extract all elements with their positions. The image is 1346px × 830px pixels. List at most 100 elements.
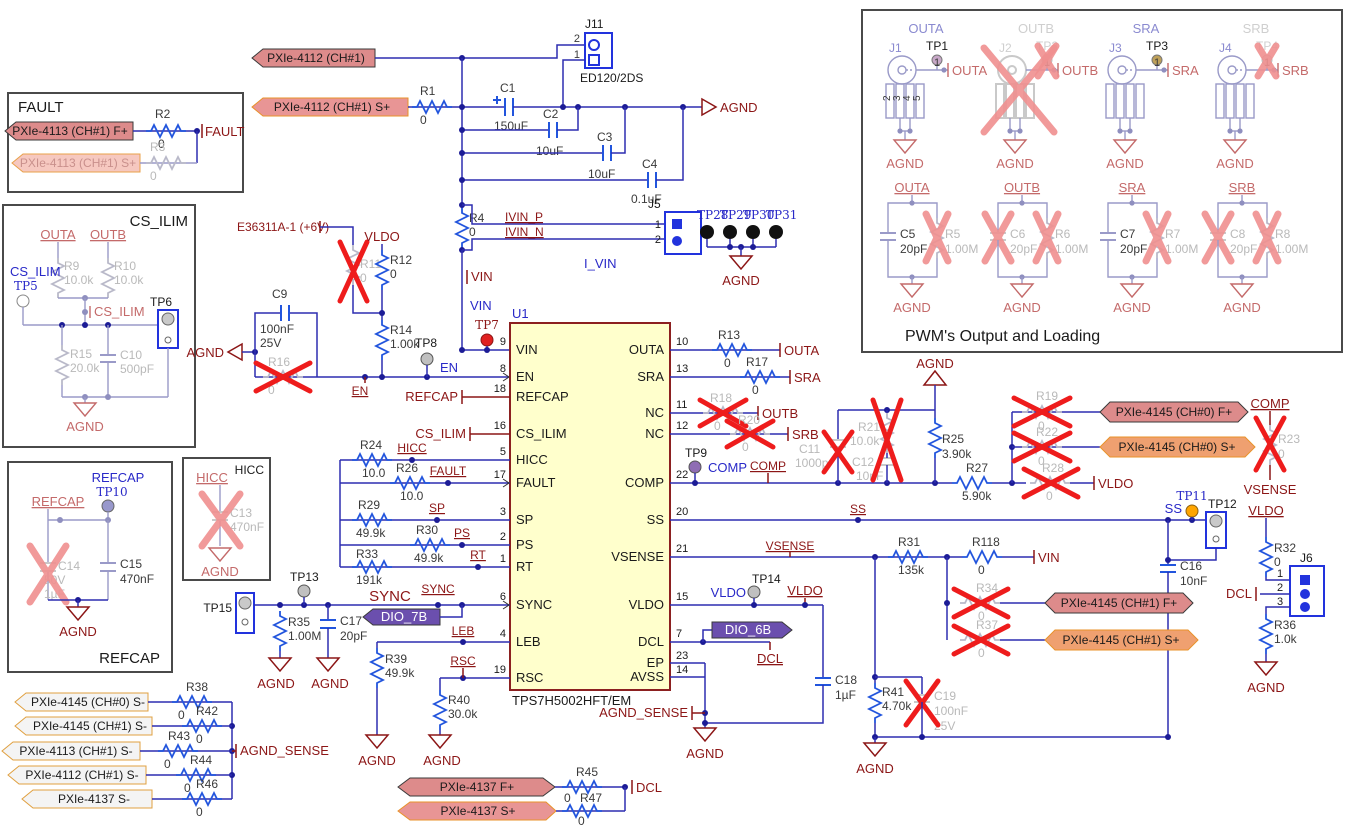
svg-text:COMP: COMP xyxy=(625,475,664,490)
svg-text:5: 5 xyxy=(912,95,923,101)
svg-text:C12: C12 xyxy=(852,455,874,469)
net-en-red: EN xyxy=(352,384,369,398)
svg-text:C18: C18 xyxy=(835,673,857,687)
svg-text:SRA: SRA xyxy=(1133,21,1160,36)
svg-text:20pF: 20pF xyxy=(900,242,927,256)
tp10-label: TP10 xyxy=(96,485,127,499)
svg-text:R40: R40 xyxy=(448,693,470,707)
comp-network: TP9 COMP COMP C11 1000p R21 10.0k C12 10… xyxy=(670,356,1300,503)
svg-text:CS_ILIM: CS_ILIM xyxy=(516,426,567,441)
resistor-r17: R17 0 xyxy=(739,355,781,397)
net-outb-csilim: OUTB xyxy=(90,227,126,242)
resistor-r44: R44 0 xyxy=(175,753,217,795)
svg-text:R44: R44 xyxy=(190,753,212,767)
resistor-r31: R31 135k xyxy=(887,535,929,577)
svg-text:J3: J3 xyxy=(1109,41,1122,55)
svg-text:TP29: TP29 xyxy=(720,208,751,222)
svg-text:R11: R11 xyxy=(360,257,381,271)
svg-text:R7: R7 xyxy=(1165,227,1181,241)
svg-text:R18: R18 xyxy=(710,391,732,405)
tp5-label: TP5 xyxy=(14,279,38,293)
svg-text:OUTA: OUTA xyxy=(952,63,987,78)
net-comp-r23: COMP xyxy=(1251,396,1290,411)
testpoint-tp5 xyxy=(16,294,30,308)
svg-text:49.9k: 49.9k xyxy=(385,666,415,680)
svg-text:R16: R16 xyxy=(268,355,290,369)
pwm-box-title: PWM's Output and Loading xyxy=(905,328,1100,345)
svg-text:TP31: TP31 xyxy=(766,208,797,222)
svg-text:R27: R27 xyxy=(966,461,988,475)
e36311-label: E36311A-1 (+6V) xyxy=(237,220,329,234)
agnd-symbol xyxy=(66,606,90,621)
svg-text:2: 2 xyxy=(500,531,506,543)
input-section: PXIe-4112 (CH#1) 2 1 J11 ED120/2DS PXIe-… xyxy=(251,17,758,353)
svg-text:1.00k: 1.00k xyxy=(390,337,420,351)
testpoint-tp9 xyxy=(688,460,702,474)
j6-label: J6 xyxy=(1300,551,1313,565)
svg-text:14: 14 xyxy=(676,664,688,676)
svg-text:R22: R22 xyxy=(1036,425,1058,439)
resistor-r46: R46 0 xyxy=(181,777,223,819)
sma-j3-group: SRA TP3 J3 1 SRA AGND xyxy=(1105,21,1199,171)
testpoint-tp12 xyxy=(1168,511,1227,561)
svg-text:0: 0 xyxy=(1038,419,1045,433)
agnd-label: AGND xyxy=(722,273,760,288)
net-outb-pin: OUTB xyxy=(762,406,798,421)
svg-text:AGND: AGND xyxy=(1113,300,1151,315)
svg-text:C1: C1 xyxy=(500,81,516,95)
net-sp-pin: SP xyxy=(429,501,445,515)
svg-text:19: 19 xyxy=(494,664,506,676)
testpoint-tp29 xyxy=(723,225,737,239)
testpoint-tp6 xyxy=(157,309,179,397)
svg-text:EN: EN xyxy=(516,369,534,384)
svg-text:R28: R28 xyxy=(1042,461,1064,475)
resistor-r43: R43 0 xyxy=(157,729,199,771)
svg-text:10uF: 10uF xyxy=(536,144,563,158)
svg-text:0: 0 xyxy=(1274,555,1281,569)
dnp-x-r37 xyxy=(951,623,1011,657)
svg-text:500pF: 500pF xyxy=(120,362,154,376)
flag-pxie4112-splus-label: PXIe-4112 (CH#1) S+ xyxy=(274,100,390,114)
flag-pxie4112-label: PXIe-4112 (CH#1) xyxy=(267,51,365,65)
flag-pxie4145-ch0-fplus xyxy=(1099,401,1249,423)
agnd-symbol xyxy=(316,657,340,672)
resistor-r27: R27 5.90k xyxy=(951,461,993,503)
dnp-x-r18 xyxy=(697,397,749,429)
testpoint-tp11 xyxy=(1185,504,1199,518)
net-sync-big: SYNC xyxy=(369,588,411,605)
svg-text:C17: C17 xyxy=(340,614,362,628)
resistor-r30: R30 49.9k xyxy=(409,523,451,565)
svg-text:R14: R14 xyxy=(390,323,412,337)
net-vldo-r12: VLDO xyxy=(364,229,399,244)
agnd-symbol xyxy=(365,734,389,749)
svg-text:R2: R2 xyxy=(155,107,171,121)
j6-group: VLDO R32 0 1 J6 2 DCL 3 R36 1.0k AGND xyxy=(1226,503,1325,695)
flag-pxie4113-splus-label: PXIe-4113 (CH#1) S+ xyxy=(20,156,136,170)
net-fault-pin: FAULT xyxy=(430,464,467,478)
svg-text:100nF: 100nF xyxy=(260,322,294,336)
svg-text:OUTA: OUTA xyxy=(894,180,929,195)
dnp-x-r20 xyxy=(724,418,776,450)
dnp-x-r22 xyxy=(1011,430,1073,464)
svg-text:R46: R46 xyxy=(196,777,218,791)
svg-text:C13: C13 xyxy=(230,506,252,520)
svg-text:17: 17 xyxy=(494,469,506,481)
svg-text:SRB: SRB xyxy=(1229,180,1256,195)
svg-text:TP28: TP28 xyxy=(697,208,728,222)
svg-text:R31: R31 xyxy=(898,535,920,549)
vsense-network: VSENSE R31 135k R118 0 VIN R34 0 PXIe-41… xyxy=(670,535,1199,776)
svg-text:C2: C2 xyxy=(543,107,559,121)
vldo-dcl-network: VLDO TP14 VLDO C18 1µF DIO_6B DCL AGND_S… xyxy=(599,572,857,761)
svg-text:R6: R6 xyxy=(1055,227,1071,241)
net-i-vin: I_VIN xyxy=(584,256,617,271)
u1-right-nets: R13 0 OUTA R17 0 SRA R18 0 OUTB R20 0 SR… xyxy=(670,328,821,454)
connector-j5: J5 1 2 I_VIN xyxy=(584,197,702,271)
svg-text:22: 22 xyxy=(676,469,688,481)
svg-text:20pF: 20pF xyxy=(340,629,367,643)
agnd-arrow-left xyxy=(227,343,243,361)
svg-text:R15: R15 xyxy=(70,347,92,361)
tp13-label: TP13 xyxy=(290,570,319,584)
svg-text:20pF: 20pF xyxy=(1230,242,1257,256)
resistor-r25: R25 3.90k xyxy=(928,417,972,461)
